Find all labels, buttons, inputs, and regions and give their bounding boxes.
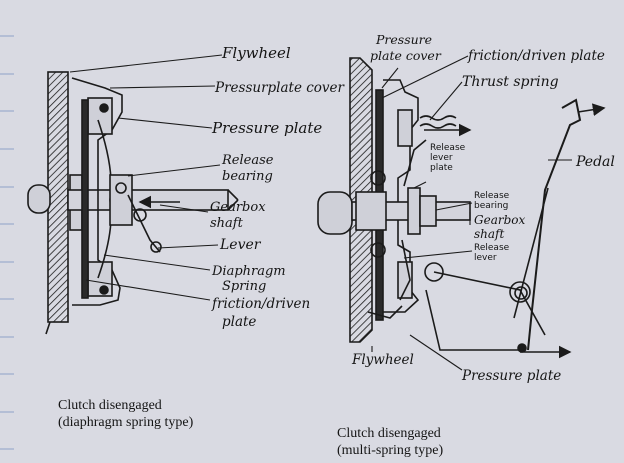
caption-right: Clutch disengaged (multi-spring type) — [337, 425, 443, 459]
label-lever: Lever — [219, 237, 262, 253]
label-friction-plate-line1: friction/driven — [211, 296, 310, 312]
label-pressure-plate-right: Pressure plate — [461, 368, 561, 384]
label-release-bearing-line1: Release — [221, 153, 274, 168]
label-flywheel: Flywheel — [221, 44, 291, 62]
label-release-bearing-right-line1: Release — [474, 191, 510, 201]
label-release-bearing-line2: bearing — [222, 169, 273, 184]
label-release-lever-plate-line2: lever — [430, 153, 453, 163]
label-pressure-plate: Pressure plate — [211, 119, 322, 137]
label-friction-plate-line2: plate — [222, 314, 256, 330]
label-pressure-plate-cover: Pressurplate cover — [214, 80, 346, 96]
label-diaphragm-spring-line2: Spring — [222, 279, 266, 294]
caption-right-line2: (multi-spring type) — [337, 443, 444, 458]
left-leader-lines — [69, 54, 223, 301]
label-flywheel-right: Flywheel — [351, 352, 414, 368]
label-friction-plate-right: friction/driven plate — [467, 48, 605, 64]
caption-left-line2: (diaphragm spring type) — [58, 415, 194, 430]
label-release-lever-right-line2: lever — [474, 253, 497, 263]
right-leader-lines — [371, 55, 572, 371]
label-release-bearing-right-line2: bearing — [474, 201, 508, 211]
label-release-lever-right-line1: Release — [474, 243, 510, 253]
label-pressure-plate-cover-right-line2: plate cover — [370, 48, 442, 63]
label-release-lever-plate-line3: plate — [430, 163, 453, 173]
label-pressure-plate-cover-right-line1: Pressure — [375, 32, 432, 47]
caption-left: Clutch disengaged (diaphragm spring type… — [58, 397, 193, 431]
label-gearbox-shaft-right-line1: Gearbox — [474, 213, 525, 227]
right-labels: Pressure plate cover friction/driven pla… — [351, 32, 615, 384]
flywheel-part — [47, 71, 69, 323]
label-release-lever-plate-line1: Release — [430, 143, 466, 153]
multispring-clutch-drawing — [317, 57, 606, 359]
diaphragm-clutch-drawing — [27, 71, 239, 335]
label-thrust-spring: Thrust spring — [462, 74, 559, 90]
notebook-margin — [0, 35, 14, 450]
caption-right-line1: Clutch disengaged — [337, 426, 441, 441]
label-gearbox-shaft-right-line2: shaft — [474, 227, 504, 241]
label-pedal: Pedal — [575, 154, 615, 170]
label-diaphragm-spring-line1: Diaphragm — [211, 264, 286, 279]
label-gearbox-shaft-line2: shaft — [210, 216, 244, 231]
left-labels: Flywheel Pressurplate cover Pressure pla… — [210, 44, 346, 330]
label-gearbox-shaft-line1: Gearbox — [210, 200, 266, 215]
caption-left-line1: Clutch disengaged — [58, 398, 162, 413]
